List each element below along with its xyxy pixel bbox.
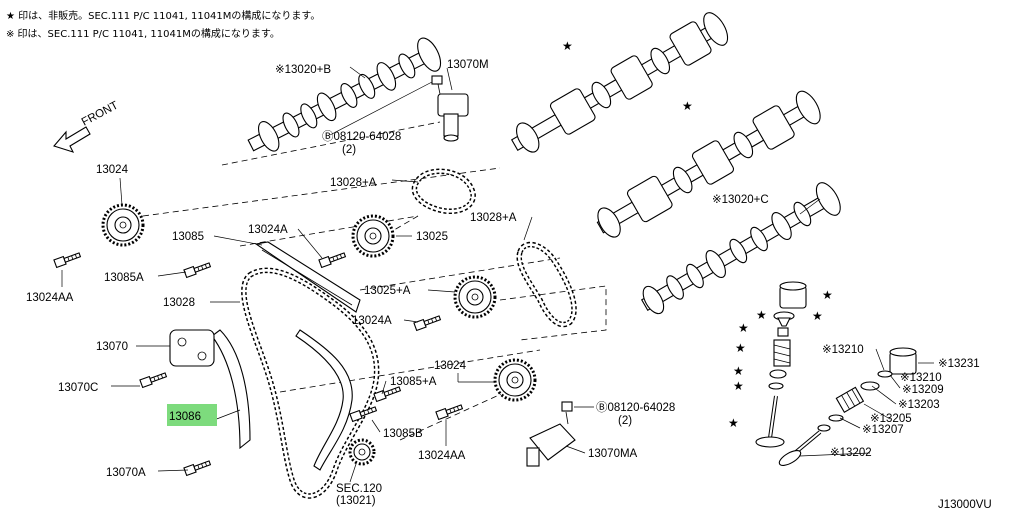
label-13210b[interactable]: ※13210	[900, 372, 942, 384]
crank-sprocket	[348, 438, 376, 466]
star-icon: ★	[756, 308, 767, 322]
label-13085b[interactable]: 13085B	[383, 428, 423, 440]
label-sec120[interactable]: SEC.120	[336, 483, 382, 495]
label-13202[interactable]: ※13202	[830, 447, 872, 459]
valve-spring-upper	[773, 339, 791, 367]
label-13024aa-left[interactable]: 13024AA	[26, 292, 74, 304]
bolt-13085b	[349, 404, 378, 423]
bolt-13070c	[139, 370, 168, 389]
label-13070m[interactable]: 13070M	[447, 59, 489, 71]
label-13209[interactable]: ※13209	[902, 384, 944, 396]
label-13070c[interactable]: 13070C	[58, 382, 98, 394]
sprocket-13024-bot	[493, 358, 537, 402]
label-13086[interactable]: 13086	[169, 411, 201, 423]
sprocket-13025	[351, 214, 395, 258]
label-13085a-bot[interactable]: 13085+A	[390, 376, 437, 388]
note-kome: ※ 印は、SEC.111 P/C 11041, 11041Mの構成になります。	[6, 29, 280, 40]
label-13070ma[interactable]: 13070MA	[588, 448, 638, 460]
label-13028a-right[interactable]: 13028+A	[470, 212, 517, 224]
bolt-13070a	[183, 458, 212, 477]
label-08120-top-qty: (2)	[342, 144, 356, 156]
star-icon: ★	[738, 321, 749, 335]
label-13070a[interactable]: 13070A	[106, 467, 146, 479]
front-arrow-icon	[53, 126, 91, 153]
bolt-13024a	[318, 250, 347, 269]
sprocket-13025a	[453, 275, 497, 319]
label-13028[interactable]: 13028	[163, 297, 195, 309]
star-icon: ★	[733, 364, 744, 378]
bolt-13024aa-bot	[435, 402, 464, 421]
star-icon: ★	[822, 288, 833, 302]
tension-guide-13086	[211, 329, 251, 450]
label-13024-top[interactable]: 13024	[96, 164, 129, 176]
label-13024aa-bot[interactable]: 13024AA	[418, 450, 466, 462]
label-13024-bot[interactable]: 13024	[434, 360, 467, 372]
star-icon: ★	[812, 309, 823, 323]
chain-guide-13085	[254, 241, 361, 313]
valve-spring-lower	[835, 386, 865, 413]
label-13028a-top[interactable]: 13028+A	[330, 177, 377, 189]
valve-retainer-lower	[860, 370, 893, 391]
leader-lines	[61, 66, 934, 483]
label-13024a[interactable]: 13024A	[248, 224, 288, 236]
valve-retainer-upper	[773, 311, 795, 327]
front-label: FRONT	[80, 99, 121, 128]
valve-lifter-upper	[779, 281, 807, 309]
label-13085[interactable]: 13085	[172, 231, 204, 243]
chain-13028-main	[241, 267, 380, 499]
cam-sensor-13070ma	[526, 401, 576, 467]
star-icon: ★	[562, 39, 573, 53]
camshaft-mid-right	[596, 90, 821, 238]
valve-seat-upper	[768, 369, 787, 390]
valve-seal-upper	[777, 327, 789, 337]
label-13025[interactable]: 13025	[416, 231, 448, 243]
star-markers: ★ ★ ★ ★ ★ ★ ★ ★ ★ ★	[562, 39, 833, 430]
bolt-13024a-mid	[413, 313, 442, 332]
valve-seat-lower	[817, 414, 844, 432]
sprocket-13024-top	[101, 203, 145, 247]
star-icon: ★	[733, 379, 744, 393]
label-13085a[interactable]: 13085A	[104, 272, 144, 284]
diagram-code: J13000VU	[938, 499, 992, 511]
cam-sensor-13070m	[431, 75, 469, 142]
star-icon: ★	[735, 341, 746, 355]
highlight-13086	[167, 404, 217, 426]
star-icon: ★	[728, 416, 739, 430]
label-08120-bot[interactable]: Ⓑ08120-64028	[596, 401, 675, 414]
chain-tensioner-13070	[169, 329, 215, 367]
bolt-13024aa-left	[53, 250, 82, 269]
label-sec120-ref: (13021)	[336, 495, 376, 507]
label-08120-bot-qty: (2)	[618, 415, 632, 427]
camshaft-upper-right	[510, 12, 729, 153]
label-13210[interactable]: ※13210	[822, 344, 864, 356]
label-13025a[interactable]: 13025+A	[364, 285, 411, 297]
label-13205[interactable]: ※13205	[870, 413, 912, 425]
label-13231[interactable]: ※13231	[938, 358, 980, 370]
star-icon: ★	[682, 99, 693, 113]
note-star: ★ 印は、非販売。SEC.111 P/C 11041, 11041Mの構成になり…	[6, 11, 321, 22]
chain-13028a-top	[411, 168, 476, 214]
valve-lifter-lower	[889, 347, 917, 375]
bolt-13085a	[183, 260, 212, 279]
valve-upper	[755, 395, 785, 448]
camshaft-13020c	[640, 182, 841, 315]
chain-13028a-right	[516, 241, 577, 328]
label-13020b[interactable]: ※13020+B	[275, 64, 331, 76]
label-08120-top[interactable]: Ⓑ08120-64028	[322, 130, 401, 143]
valve-lower	[778, 430, 822, 466]
slack-guide-inner	[295, 329, 353, 471]
label-13070[interactable]: 13070	[96, 341, 128, 353]
label-13024a-mid[interactable]: 13024A	[352, 315, 392, 327]
label-13203[interactable]: ※13203	[898, 399, 940, 411]
label-13020c[interactable]: ※13020+C	[712, 194, 769, 206]
label-13207[interactable]: ※13207	[862, 424, 904, 436]
